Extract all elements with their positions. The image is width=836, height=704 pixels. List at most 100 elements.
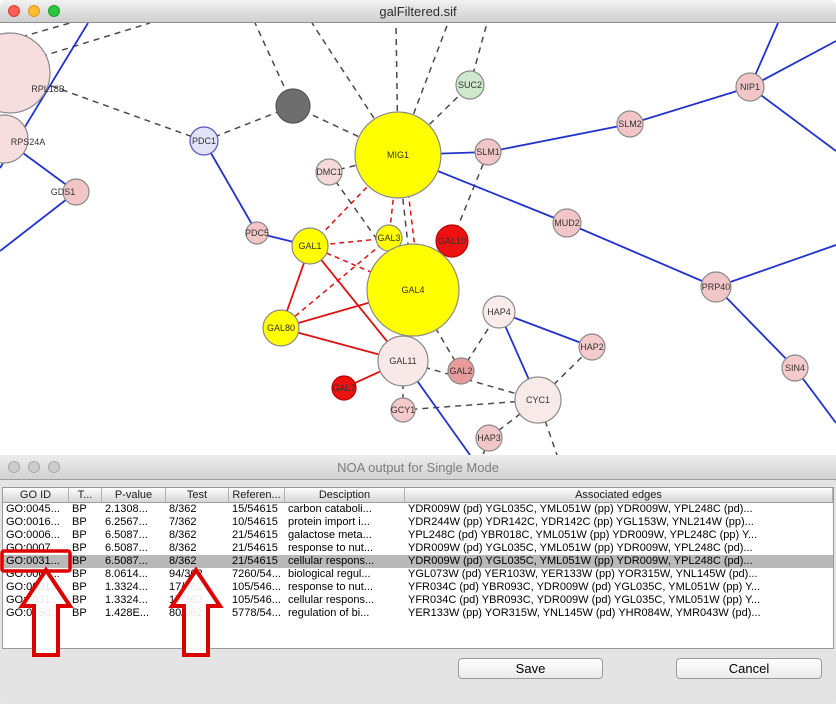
graph-edge [280,237,390,329]
graph-node-label-GAL3: GAL3 [377,233,400,243]
cell-r6-c6: YFR034C (pd) YBR093C, YDR009W (pd) YGL03… [408,581,761,593]
graph-node-PRP40[interactable] [700,271,732,303]
graph-edge [487,123,631,153]
minimize-button[interactable] [28,461,40,473]
column-header-test[interactable]: Test [166,488,229,502]
zoom-button[interactable] [48,5,60,17]
cell-r6-c3: 17/362 [169,581,203,593]
graph-node-RPL18B[interactable] [0,32,51,114]
cell-r0-c0: GO:0045... [6,503,60,515]
graph-node-label-MIG1: MIG1 [387,150,409,160]
graph-node-HAP4[interactable] [482,295,516,329]
minimize-button[interactable] [28,5,40,17]
column-header-desciption[interactable]: Desciption [285,488,405,502]
graph-node-GAL1[interactable] [291,227,329,265]
graph-node-label-HAP3: HAP3 [477,433,501,443]
column-header-associatededges[interactable]: Associated edges [405,488,833,502]
cell-r1-c4: 10/54615 [232,516,278,528]
cell-r3-c5: response to nut... [288,542,373,554]
cell-r4-c4: 21/54615 [232,555,278,567]
graph-edge [629,86,751,125]
graph-node-DMC1[interactable] [315,158,343,186]
cancel-button[interactable]: Cancel [676,658,822,679]
cell-r2-c0: GO:0006... [6,529,60,541]
cell-r8-c6: YER133W (pp) YOR315W, YNL145W (pd) YHR08… [408,607,761,619]
graph-window-titlebar[interactable]: galFiltered.sif [0,0,836,23]
graph-node-GCY1[interactable] [390,397,416,423]
graph-edge [749,86,836,152]
graph-node-label-GCY1: GCY1 [391,405,416,415]
cell-r8-c0: GO:0050... [6,607,60,619]
graph-node-HAP2[interactable] [578,333,606,361]
column-header-referen[interactable]: Referen... [229,488,285,502]
cell-r8-c2: 1.428E... [105,607,150,619]
graph-node-GAL7[interactable] [331,375,357,401]
graph-node-CYC1[interactable] [514,376,562,424]
graph-node-label-PDC1: PDC1 [192,136,216,146]
graph-node-MIG1[interactable] [354,111,442,199]
column-header-pvalue[interactable]: P-value [102,488,166,502]
graph-node-GAL4[interactable] [366,243,460,337]
graph-node-RPS24A[interactable] [0,114,29,164]
graph-node-GDS1[interactable] [62,178,90,206]
graph-node-unlabeled[interactable] [275,88,311,124]
graph-node-GAL2[interactable] [447,357,475,385]
graph-node-GAL10[interactable] [435,224,469,258]
graph-node-SIN4[interactable] [781,354,809,382]
graph-node-GAL80[interactable] [262,309,300,347]
zoom-button[interactable] [48,461,60,473]
cell-r5-c5: biological regul... [288,568,371,580]
cell-r3-c3: 8/362 [169,542,197,554]
noa-window-titlebar[interactable]: NOA output for Single Mode [0,455,836,480]
cell-r0-c2: 2.1308... [105,503,148,515]
graph-edge [203,140,258,234]
network-graph-canvas[interactable]: RPL18BRPS24AGDS1PDC1DMC1MIG1SUC2SLM1SLM2… [0,23,836,455]
close-button[interactable] [8,5,20,17]
graph-node-PDC1[interactable] [189,126,219,156]
graph-node-label-SIN4: SIN4 [785,363,805,373]
graph-node-label-GAL4: GAL4 [401,285,424,295]
graph-node-NIP1[interactable] [735,72,765,102]
column-header-goid[interactable]: GO ID [3,488,69,502]
graph-node-GAL11[interactable] [377,335,429,387]
column-header-t[interactable]: T... [69,488,102,502]
cell-r5-c4: 7260/54... [232,568,281,580]
graph-edge [328,171,414,291]
graph-node-PDC5[interactable] [245,221,269,245]
graph-node-SUC2[interactable] [455,70,485,100]
cell-r4-c1: BP [72,555,87,567]
graph-node-HAP3[interactable] [475,424,503,452]
cell-r7-c1: BP [72,594,87,606]
cell-r7-c5: cellular respons... [288,594,375,606]
cell-r2-c2: 6.5087... [105,529,148,541]
save-button[interactable]: Save [458,658,603,679]
graph-edge [537,399,558,455]
cell-r1-c0: GO:0016... [6,516,60,528]
cell-r8-c4: 5778/54... [232,607,281,619]
graph-node-label-HAP4: HAP4 [487,307,511,317]
noa-window-title: NOA output for Single Mode [337,459,499,475]
close-button[interactable] [8,461,20,473]
graph-node-SLM2[interactable] [616,110,644,138]
graph-edge [749,40,836,88]
graph-node-label-GAL10: GAL10 [438,236,466,246]
cell-r4-c0: GO:0031... [6,555,60,567]
graph-node-MUD2[interactable] [552,208,582,238]
graph-node-label-MUD2: MUD2 [554,218,580,228]
window-controls [8,5,60,17]
graph-node-label-CYC1: CYC1 [526,395,550,405]
graph-node-SLM1[interactable] [474,138,502,166]
cell-r5-c3: 94/362 [169,568,203,580]
